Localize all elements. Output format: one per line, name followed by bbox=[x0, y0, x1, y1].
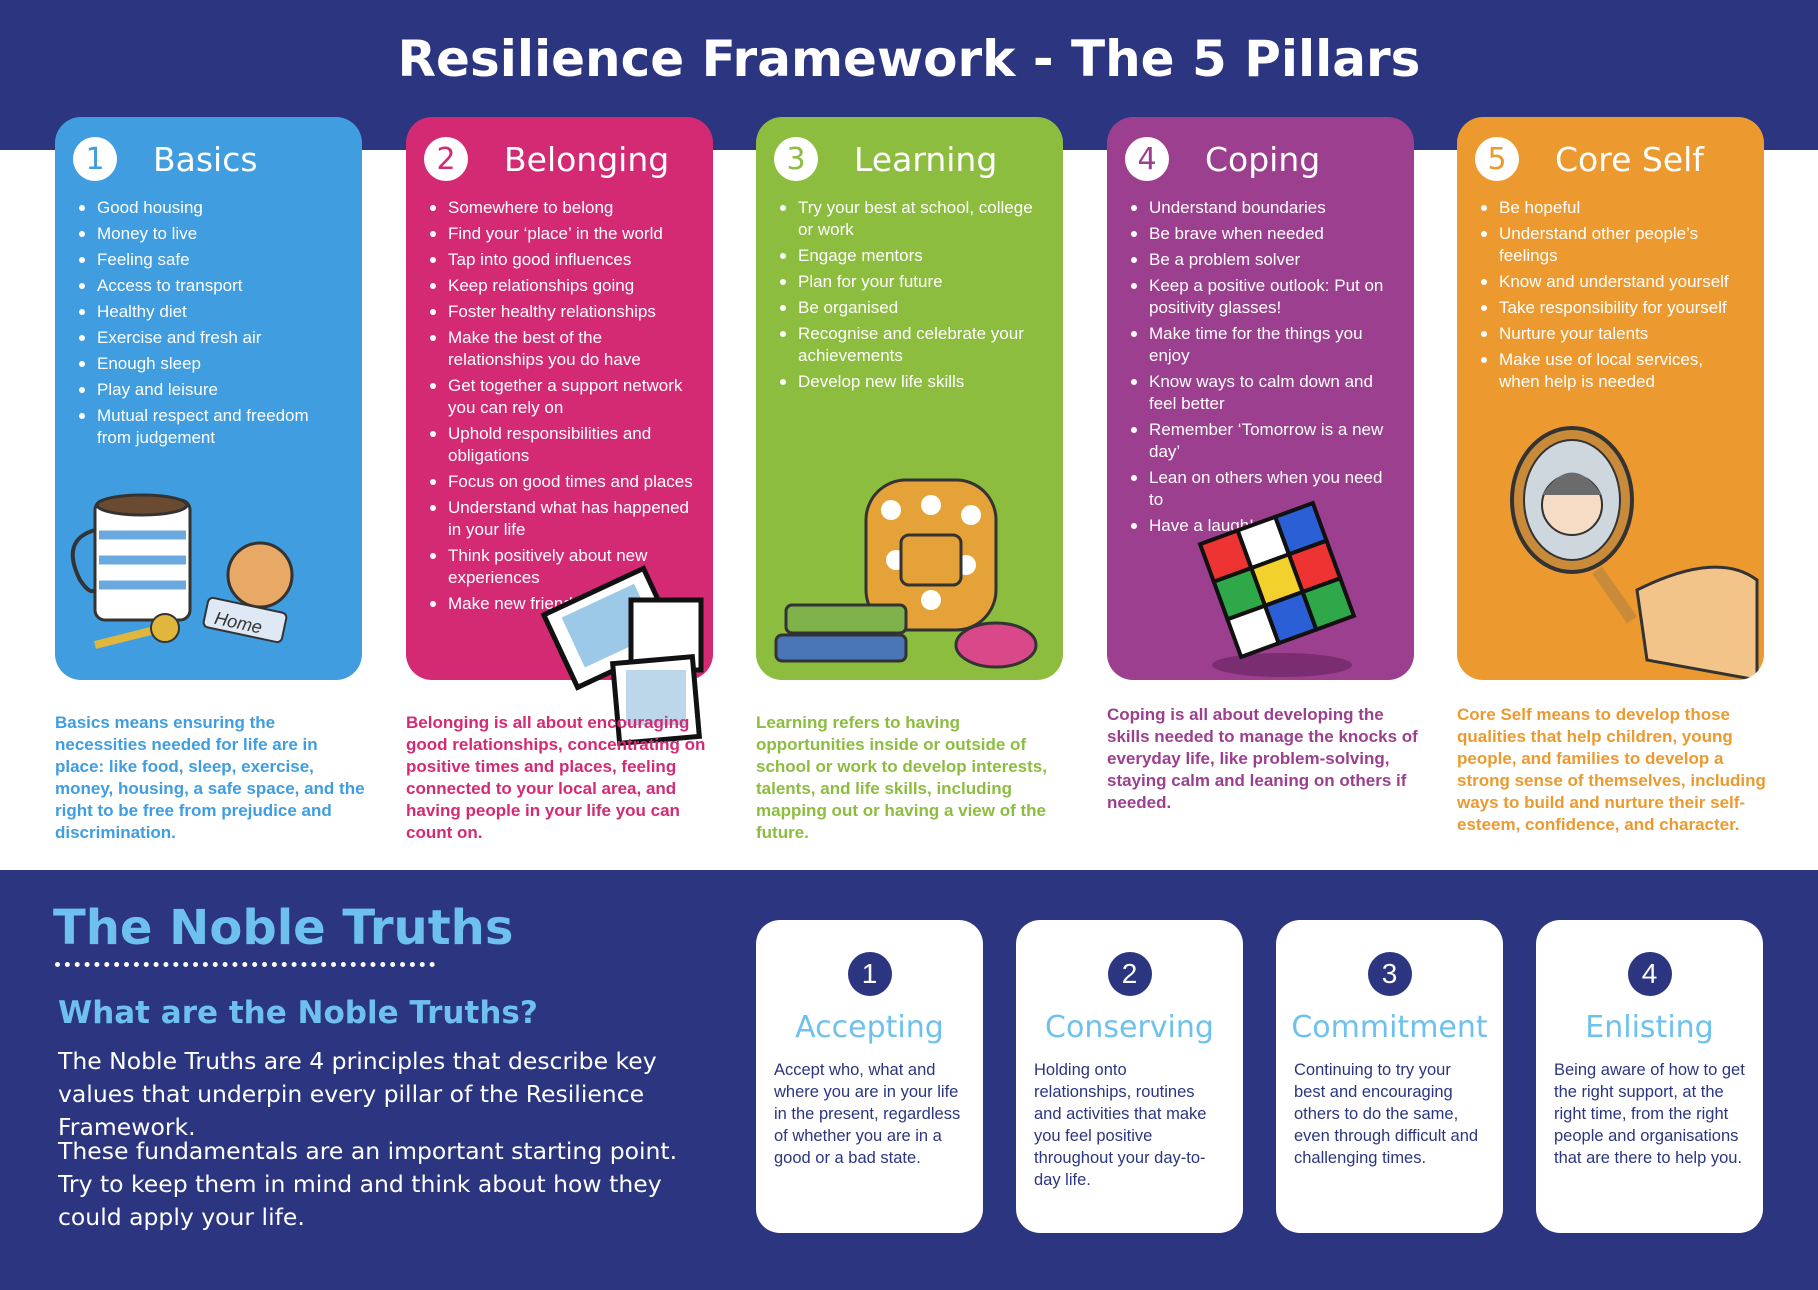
truth-name: Commitment bbox=[1291, 1010, 1488, 1045]
list-item: Develop new life skills bbox=[778, 371, 1045, 393]
list-item: Exercise and fresh air bbox=[77, 327, 344, 349]
pillar-list: Understand boundaries Be brave when neede… bbox=[1129, 197, 1396, 537]
list-item: Have a laugh! bbox=[1129, 515, 1396, 537]
list-item: Access to transport bbox=[77, 275, 344, 297]
list-item: Make time for the things you enjoy bbox=[1129, 323, 1396, 367]
pillar-number: 5 bbox=[1475, 137, 1519, 181]
pillar-number: 3 bbox=[774, 137, 818, 181]
truth-name: Accepting bbox=[795, 1010, 944, 1045]
pillar-header: 5 Core Self bbox=[1475, 131, 1746, 187]
list-item: Think positively about new experiences bbox=[428, 545, 695, 589]
pillar-title: Basics bbox=[153, 139, 258, 179]
list-item: Remember ‘Tomorrow is a new day’ bbox=[1129, 419, 1396, 463]
list-item: Enough sleep bbox=[77, 353, 344, 375]
pillar-description-coping: Coping is all about developing the skill… bbox=[1107, 705, 1418, 812]
pillar-header: 4 Coping bbox=[1125, 131, 1396, 187]
list-item: Somewhere to belong bbox=[428, 197, 695, 219]
dotted-divider bbox=[55, 962, 435, 967]
list-item: Lean on others when you need to bbox=[1129, 467, 1396, 511]
pillar-header: 3 Learning bbox=[774, 131, 1045, 187]
truth-number: 2 bbox=[1107, 952, 1152, 996]
truth-description: Accept who, what and where you are in yo… bbox=[774, 1061, 961, 1167]
rubiks-cube-illustration bbox=[1197, 500, 1357, 677]
list-item: Make use of local services, when help is… bbox=[1479, 349, 1746, 393]
list-item: Nurture your talents bbox=[1479, 323, 1746, 345]
list-item: Find your ‘place’ in the world bbox=[428, 223, 695, 245]
list-item: Be a problem solver bbox=[1129, 249, 1396, 271]
list-item: Be brave when needed bbox=[1129, 223, 1396, 245]
noble-truths-subtitle: What are the Noble Truths? bbox=[58, 995, 538, 1031]
truth-number: 3 bbox=[1367, 952, 1412, 996]
list-item: Know ways to calm down and feel better bbox=[1129, 371, 1396, 415]
list-item: Keep relationships going bbox=[428, 275, 695, 297]
list-item: Understand other people’s feelings bbox=[1479, 223, 1746, 267]
pillar-number: 2 bbox=[424, 137, 468, 181]
pillar-header: 1 Basics bbox=[73, 131, 344, 187]
list-item: Understand what has happened in your lif… bbox=[428, 497, 695, 541]
pillar-list: Try your best at school, college or work… bbox=[778, 197, 1045, 393]
pillar-header: 2 Belonging bbox=[424, 131, 695, 187]
list-item: Know and understand yourself bbox=[1479, 271, 1746, 293]
mug-keys-illustration: Home bbox=[70, 493, 294, 649]
pillar-description-belonging: Belonging is all about encouraging good … bbox=[406, 713, 706, 842]
noble-truths-intro: The Noble Truths are 4 principles that d… bbox=[58, 1047, 657, 1141]
list-item: Uphold responsibilities and obligations bbox=[428, 423, 695, 467]
truth-description: Continuing to try your best and encourag… bbox=[1294, 1061, 1479, 1167]
truth-number: 1 bbox=[847, 952, 892, 996]
noble-truths-title: The Noble Truths bbox=[53, 900, 514, 956]
pillar-description-core_self: Core Self means to develop those qualiti… bbox=[1457, 705, 1766, 834]
list-item: Healthy diet bbox=[77, 301, 344, 323]
truth-description: Being aware of how to get the right supp… bbox=[1554, 1061, 1745, 1167]
mirror-illustration bbox=[1510, 426, 1759, 680]
list-item: Be hopeful bbox=[1479, 197, 1746, 219]
pillar-title: Learning bbox=[854, 139, 998, 179]
list-item: Keep a positive outlook: Put on positivi… bbox=[1129, 275, 1396, 319]
list-item: Money to live bbox=[77, 223, 344, 245]
list-item: Make new friends bbox=[428, 593, 695, 615]
pillar-title: Coping bbox=[1205, 139, 1321, 179]
truth-name: Enlisting bbox=[1585, 1010, 1714, 1045]
list-item: Get together a support network you can r… bbox=[428, 375, 695, 419]
truth-name: Conserving bbox=[1045, 1010, 1214, 1045]
list-item: Take responsibility for yourself bbox=[1479, 297, 1746, 319]
list-item: Engage mentors bbox=[778, 245, 1045, 267]
pillar-title: Core Self bbox=[1555, 139, 1704, 179]
pillar-title: Belonging bbox=[504, 139, 670, 179]
list-item: Understand boundaries bbox=[1129, 197, 1396, 219]
truth-description: Holding onto relationships, routines and… bbox=[1034, 1061, 1207, 1189]
truth-number: 4 bbox=[1627, 952, 1672, 996]
backpack-books-illustration bbox=[774, 478, 1038, 669]
noble-truths-fundamentals: These fundamentals are an important star… bbox=[58, 1137, 678, 1231]
list-item: Good housing bbox=[77, 197, 344, 219]
pillar-description-learning: Learning refers to having opportunities … bbox=[756, 713, 1047, 842]
list-item: Mutual respect and freedom from judgemen… bbox=[77, 405, 344, 449]
list-item: Foster healthy relationships bbox=[428, 301, 695, 323]
list-item: Make the best of the relationships you d… bbox=[428, 327, 695, 371]
list-item: Plan for your future bbox=[778, 271, 1045, 293]
pillar-number: 1 bbox=[73, 137, 117, 181]
list-item: Be organised bbox=[778, 297, 1045, 319]
list-item: Play and leisure bbox=[77, 379, 344, 401]
pillar-number: 4 bbox=[1125, 137, 1169, 181]
pillar-description-basics: Basics means ensuring the necessities ne… bbox=[55, 713, 365, 842]
list-item: Try your best at school, college or work bbox=[778, 197, 1045, 241]
list-item: Tap into good influences bbox=[428, 249, 695, 271]
photos-illustration bbox=[540, 565, 704, 747]
list-item: Feeling safe bbox=[77, 249, 344, 271]
page-title: Resilience Framework - The 5 Pillars bbox=[397, 30, 1421, 88]
list-item: Recognise and celebrate your achievement… bbox=[778, 323, 1045, 367]
list-item: Focus on good times and places bbox=[428, 471, 695, 493]
